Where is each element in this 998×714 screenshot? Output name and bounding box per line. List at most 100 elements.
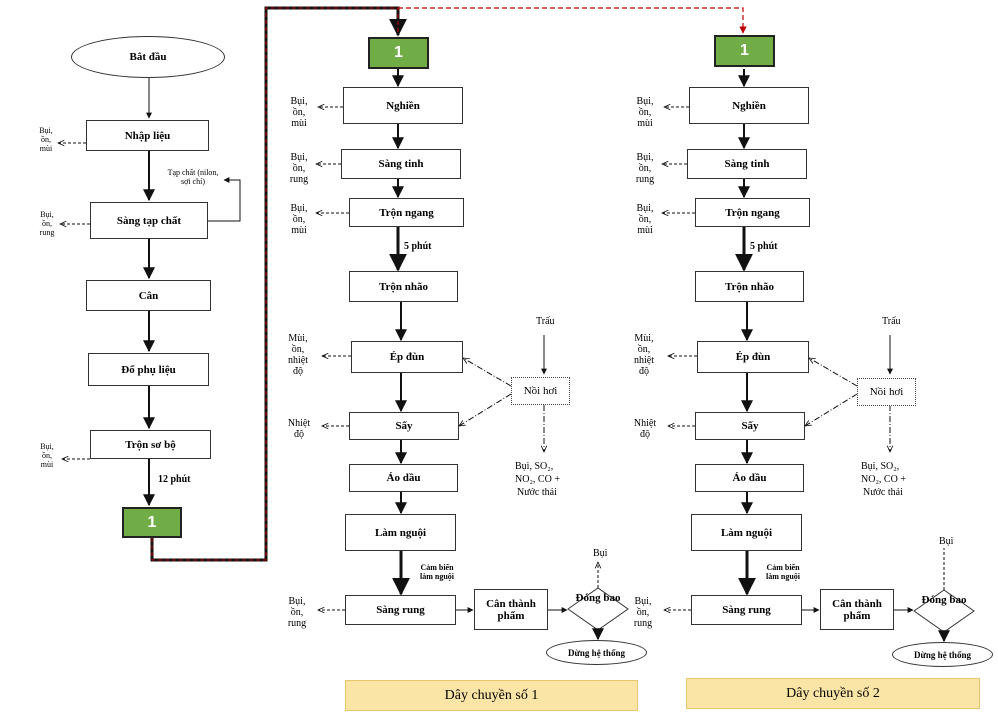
line-2-emission-sieve: Bụi, ồn, rung: [635, 152, 655, 185]
line-2-bag-decision-diamond: [913, 589, 975, 633]
line-1-step-cool: Làm nguội: [345, 514, 456, 551]
line-2-emission-extrude: Mùi, ồn, nhiệt độ: [634, 333, 654, 377]
line-1-step-hmix: Trộn ngang: [349, 198, 464, 227]
line-2-emission-bag: Bụi: [939, 536, 954, 547]
line-1-emission-grind: Bụi, ồn, mùi: [290, 96, 308, 129]
line-2-boiler-out-3: Nước thải: [863, 487, 903, 498]
line-2-step-vibrate-label: Sàng rung: [722, 604, 771, 616]
line-1-boiler-out-3: Nước thải: [517, 487, 557, 498]
line-2-step-extrude: Ép đùn: [697, 341, 809, 373]
line-2-connector-1: 1: [714, 35, 775, 67]
line-1-step-weigh: Cân thành phẩm: [474, 589, 548, 630]
line-1-bag-label: Đóng bao: [575, 592, 621, 604]
impurity-note: Tạp chất (nilon, sợi chỉ): [167, 168, 219, 186]
line-2-step-weigh-label: Cân thành phẩm: [832, 597, 882, 622]
step-impurity-screen-label: Sàng tạp chất: [116, 214, 182, 227]
line-1-boiler-label: Nồi hơi: [523, 385, 558, 397]
step-input: Nhập liệu: [86, 120, 209, 151]
line-2-caption: Dây chuyền số 2: [686, 678, 980, 709]
line-1-steam-arrow: [463, 358, 512, 387]
line-2-step-extrude-label: Ép đùn: [735, 351, 771, 363]
line-2-steam-arrow: [809, 358, 858, 387]
line-2-step-vibrate: Sàng rung: [691, 595, 802, 625]
line-1-step-sieve-label: Sàng tinh: [378, 158, 424, 170]
line-1-step-dry-label: Sấy: [395, 420, 413, 432]
line-1-emission-dry: Nhiệt độ: [287, 418, 311, 440]
line-1-caption: Dây chuyền số 1: [345, 680, 638, 711]
line-1-step-weigh-label: Cân thành phẩm: [486, 597, 536, 622]
line-1-stop-terminal: Dừng hệ thống: [546, 640, 647, 665]
line-2-step-cool: Làm nguội: [691, 514, 802, 551]
line-2-step-coat-label: Áo dầu: [732, 472, 767, 484]
line-1-step-extrude-label: Ép đùn: [389, 351, 425, 363]
line-2-steam-arrow: [805, 393, 858, 426]
emission-premix: Bụi, ồn, mùi: [40, 442, 54, 469]
line-2-step-knead: Trộn nhão: [695, 271, 804, 302]
line-1-emission-vibrate: Bụi, ồn, rung: [287, 596, 307, 629]
step-weigh-label: Cân: [138, 289, 159, 302]
line-2-bag-label: Đóng bao: [921, 594, 967, 606]
line-1-emission-bag: Bụi: [593, 548, 608, 559]
start-label: Bắt đầu: [129, 51, 167, 63]
emission-input: Bụi, ồn, mùi: [39, 126, 53, 153]
line-2-step-hmix: Trộn ngang: [695, 198, 810, 227]
step-weigh: Cân: [86, 280, 211, 311]
line-1-stop-label: Dừng hệ thống: [568, 647, 625, 658]
line-1-bag-decision-diamond: [567, 587, 629, 631]
line-2-mix-time: 5 phút: [750, 241, 778, 252]
line-2-emission-grind: Bụi, ồn, mùi: [636, 96, 654, 129]
line-1-step-coat-label: Áo dầu: [386, 472, 421, 484]
line-2-emission-vibrate: Bụi, ồn, rung: [633, 596, 653, 629]
line-1-step-vibrate: Sàng rung: [345, 595, 456, 625]
step-add-additives-label: Đổ phụ liệu: [121, 363, 176, 376]
line-2-step-sieve: Sàng tinh: [687, 149, 807, 179]
line-1-husk: Trấu: [536, 316, 555, 327]
line-2-step-dry-label: Sấy: [741, 420, 759, 432]
line-1-sensor: Cảm biến làm nguội: [419, 563, 454, 581]
line-1-step-vibrate-label: Sàng rung: [376, 604, 425, 616]
line-2-stop-terminal: Dừng hệ thống: [892, 642, 993, 667]
line-2-connector-label: 1: [740, 42, 749, 59]
step-input-label: Nhập liệu: [124, 129, 171, 142]
line-1-steam-arrow: [459, 393, 512, 426]
line-1-step-hmix-label: Trộn ngang: [379, 206, 434, 219]
line-2-emission-dry: Nhiệt độ: [633, 418, 657, 440]
line-2-sensor: Cảm biến làm nguội: [765, 563, 800, 581]
line-1-step-sieve: Sàng tinh: [341, 149, 461, 179]
line-2-emission-hmix: Bụi, ồn, mùi: [636, 203, 654, 236]
line-1-mix-time: 5 phút: [404, 241, 432, 252]
step-premix-label: Trộn sơ bộ: [125, 438, 176, 451]
line-2-step-grind-label: Nghiền: [732, 99, 766, 112]
line-1-emission-hmix: Bụi, ồn, mùi: [290, 203, 308, 236]
line-2-bag-label-wrap: Đóng bao: [916, 594, 972, 606]
line-1-connector-label: 1: [394, 44, 403, 61]
connector-1-left: 1: [122, 507, 182, 538]
emission-screen: Bụi, ồn, rung: [39, 210, 55, 237]
line-2-boiler: Nồi hơi: [857, 378, 916, 406]
step-impurity-screen: Sàng tạp chất: [90, 202, 208, 239]
step-add-additives: Đổ phụ liệu: [88, 353, 209, 386]
line-2-stop-label: Dừng hệ thống: [914, 649, 971, 660]
line-1-caption-text: Dây chuyền số 1: [444, 687, 539, 703]
connector-label: 1: [147, 513, 157, 531]
line-1-connector-1: 1: [368, 37, 429, 69]
line-1-step-knead: Trộn nhão: [349, 271, 458, 302]
line-2-caption-text: Dây chuyền số 2: [786, 685, 880, 701]
line-1-step-coat: Áo dầu: [349, 464, 458, 492]
line-1-boiler-out-1: Bụi, SO₂,: [515, 461, 554, 472]
premix-time: 12 phút: [158, 474, 191, 485]
line-1-step-grind-label: Nghiền: [386, 99, 420, 112]
line-1-step-knead-label: Trộn nhão: [378, 280, 428, 293]
line-2-boiler-label: Nồi hơi: [869, 386, 904, 398]
line-1-emission-extrude: Mùi, ồn, nhiệt độ: [288, 333, 308, 377]
line-2-boiler-out-1: Bụi, SO₂,: [861, 461, 900, 472]
line-1-step-dry: Sấy: [349, 412, 459, 440]
line-2-step-dry: Sấy: [695, 412, 805, 440]
line-2-husk: Trấu: [882, 316, 901, 327]
line-2-step-grind: Nghiền: [689, 87, 809, 124]
line-2-step-coat: Áo dầu: [695, 464, 804, 492]
line-2-step-hmix-label: Trộn ngang: [725, 206, 780, 219]
line-1-step-extrude: Ép đùn: [351, 341, 463, 373]
line-2-boiler-out-2: NO₂, CO +: [861, 474, 906, 485]
